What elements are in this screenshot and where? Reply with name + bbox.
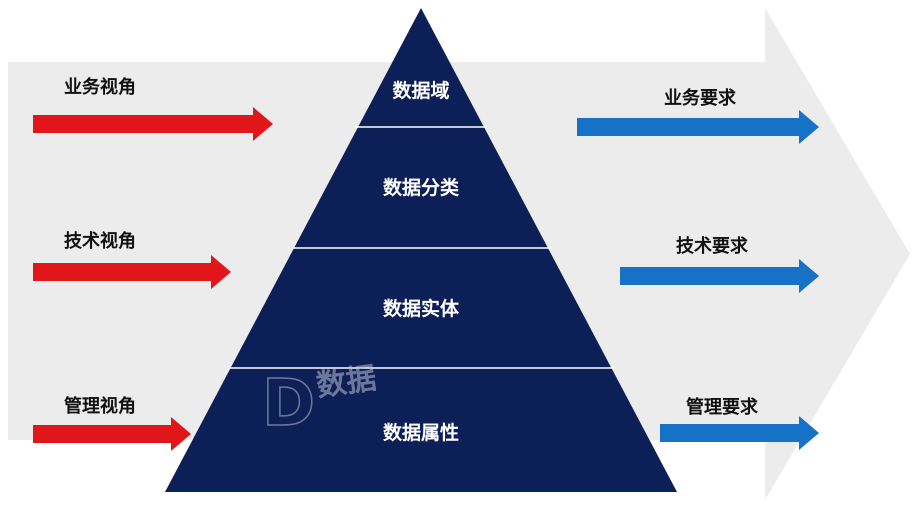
right-arrow-label: 管理要求 xyxy=(686,396,759,418)
left-arrow-label: 管理视角 xyxy=(64,395,136,417)
watermark-text: 数据 xyxy=(314,361,378,404)
pyramid-shape xyxy=(165,8,677,492)
watermark-logo-icon: D xyxy=(262,367,315,441)
pyramid-level-label: 数据域 xyxy=(392,79,449,102)
pyramid-level-label: 数据属性 xyxy=(383,421,459,444)
pyramid-level-label: 数据分类 xyxy=(383,176,459,199)
left-arrow-management xyxy=(33,417,191,451)
pyramid: 数据域 数据分类 数据实体 数据属性 xyxy=(165,8,677,492)
right-arrow-label: 业务要求 xyxy=(664,87,737,109)
left-arrow-technical xyxy=(33,255,231,289)
left-arrow-label: 技术视角 xyxy=(64,230,136,252)
right-arrow-label: 技术要求 xyxy=(676,235,749,257)
right-arrow-technical xyxy=(620,259,819,293)
right-arrow-business xyxy=(577,110,819,144)
left-arrow-label: 业务视角 xyxy=(64,76,136,98)
right-arrow-management xyxy=(660,416,819,450)
left-arrow-business xyxy=(33,107,273,141)
watermark: D 数据 xyxy=(261,361,378,442)
pyramid-level-label: 数据实体 xyxy=(383,297,460,320)
